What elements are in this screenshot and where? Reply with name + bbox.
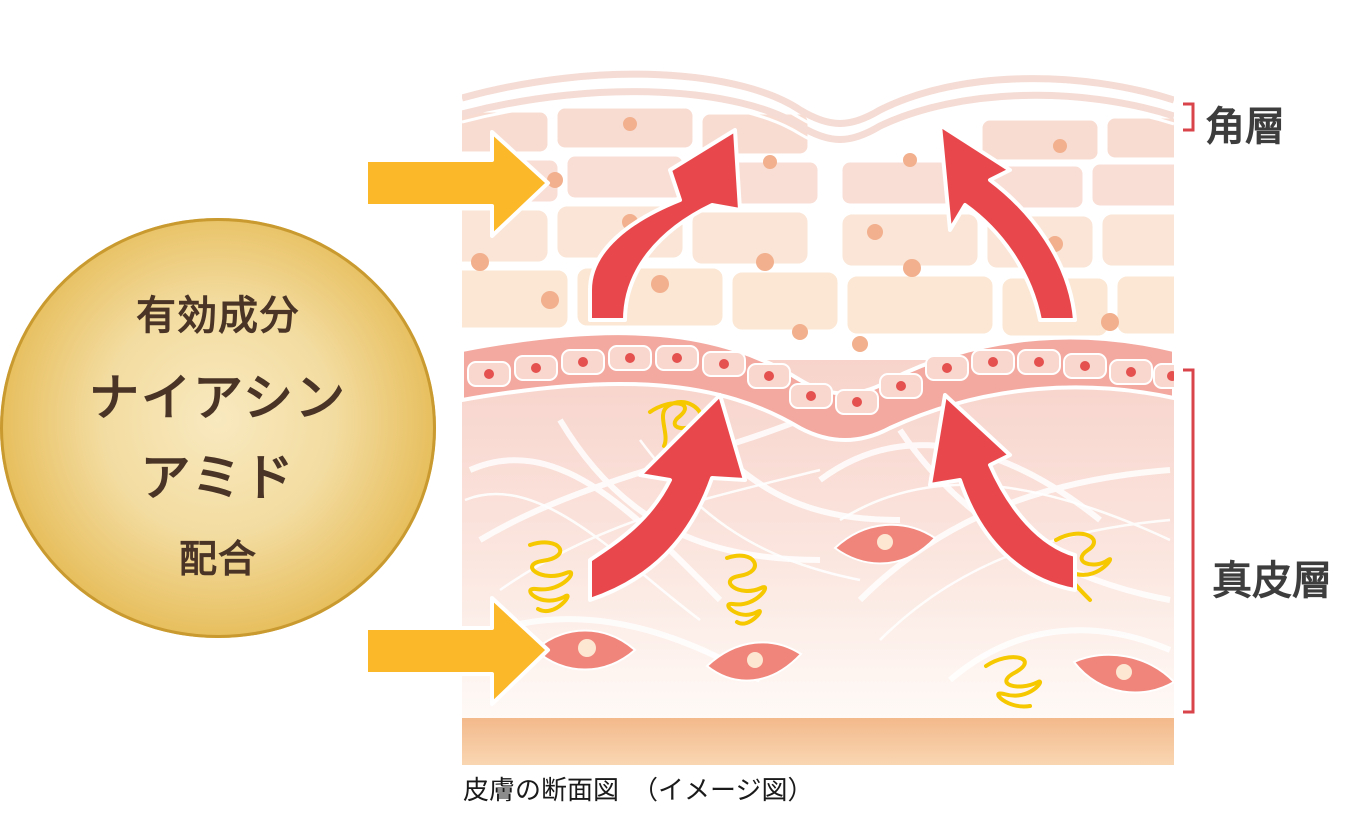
red-arrow-3 xyxy=(588,393,747,602)
orange-arrow-bottom xyxy=(364,596,550,706)
diagram-caption: 皮膚の断面図 （イメージ図） xyxy=(463,776,814,806)
red-arrow-2 xyxy=(938,123,1077,322)
penetration-arrows xyxy=(364,130,550,706)
bracket-dermis xyxy=(1183,368,1195,714)
badge-line-amide: アミド xyxy=(140,449,296,507)
ingredient-badge: 有効成分 ナイアシン アミド 配合 xyxy=(0,218,436,638)
label-dermis: 真皮層 xyxy=(1212,558,1332,604)
red-arrow-1 xyxy=(588,128,742,322)
stratum-corneum-sheets xyxy=(462,70,1174,143)
badge-line-formulated: 配合 xyxy=(178,537,257,581)
cell-nuclei xyxy=(471,117,1119,352)
orange-arrow-top xyxy=(364,130,550,238)
skin-layers xyxy=(462,64,1174,765)
red-arrow-4 xyxy=(928,393,1077,592)
badge-line-niacin: ナイアシン xyxy=(89,369,347,427)
bracket-stratum-corneum xyxy=(1183,102,1195,132)
badge-line-active-ingredient: 有効成分 xyxy=(136,293,300,339)
layer-brackets xyxy=(1183,102,1195,714)
fibroblast-cells xyxy=(533,523,1174,694)
subcutaneous-layer xyxy=(462,718,1174,765)
label-stratum-corneum: 角層 xyxy=(1205,104,1285,150)
effect-arrows xyxy=(588,123,1077,602)
